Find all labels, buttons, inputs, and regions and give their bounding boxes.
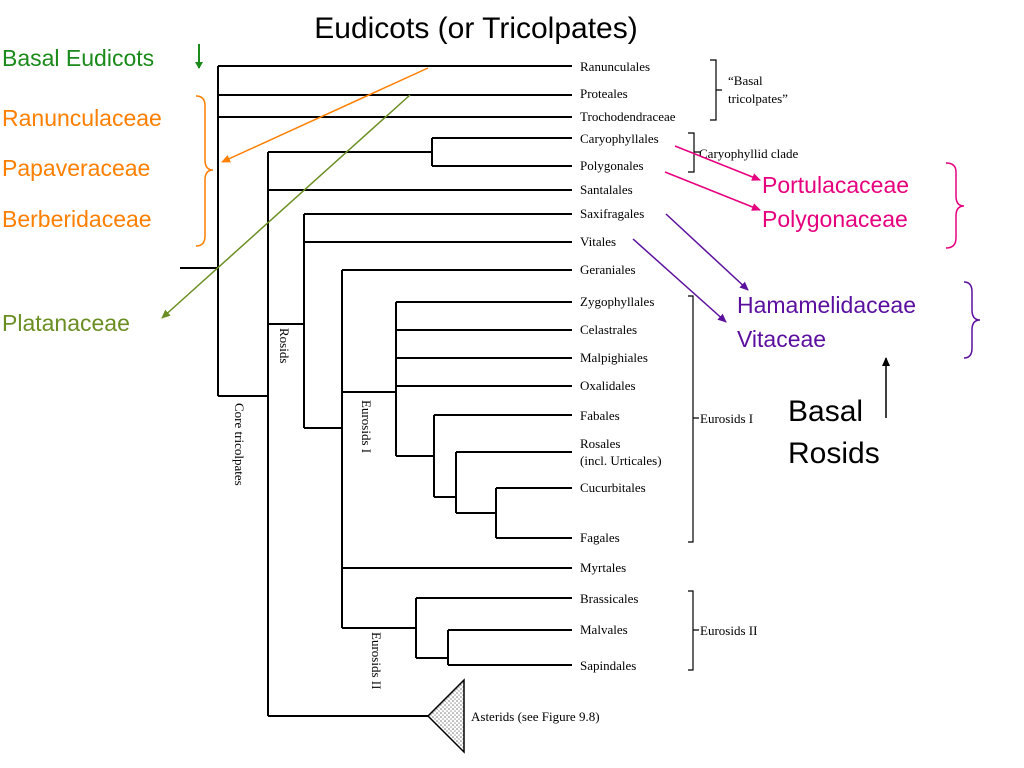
order-label-proteales: Proteales (580, 86, 628, 101)
family-label-vitaceae: Vitaceae (737, 326, 826, 352)
clade-label-eurosids-1: Eurosids I (700, 411, 753, 426)
order-label-polygonales: Polygonales (580, 158, 644, 173)
order-label-rosales-note: (incl. Urticales) (580, 453, 662, 468)
bracket-eurosids-2 (688, 590, 699, 671)
order-label-fagales: Fagales (580, 530, 620, 545)
rosid-family-labels: Hamamelidaceae Vitaceae (737, 292, 916, 352)
caryophyllid-family-bracket (945, 162, 965, 249)
order-label-caryophyllales: Caryophyllales (580, 131, 659, 146)
clade-labels: “Basal tricolpates” Caryophyllid clade E… (699, 73, 799, 638)
order-label-asterids: Asterids (see Figure 9.8) (471, 709, 600, 724)
order-label-brassicales: Brassicales (580, 591, 638, 606)
rosid-family-bracket (963, 281, 981, 359)
basal-family-bracket (195, 95, 214, 247)
family-label-papaveraceae: Papaveraceae (2, 155, 150, 181)
family-label-ranunculaceae: Ranunculaceae (2, 105, 162, 131)
polygonales-arrow (664, 171, 761, 211)
vertical-label-eurosids-1: Eurosids I (359, 400, 374, 453)
bracket-basal-tricolpates (710, 59, 722, 121)
asterids-triangle (426, 678, 465, 754)
proteales-arrow (161, 94, 411, 319)
order-label-zygophyllales: Zygophyllales (580, 294, 654, 309)
basal-rosids-label: Basal Rosids (788, 395, 880, 470)
order-label-geraniales: Geraniales (580, 262, 636, 277)
order-label-rosales: Rosales (580, 436, 620, 451)
page-title: Eudicots (or Tricolpates) (314, 12, 637, 45)
caryophyllales-arrow (674, 145, 761, 181)
vertical-label-rosids: Rosids (277, 328, 292, 363)
basal-rosids-line-1: Basal (788, 395, 863, 428)
clade-label-caryophyllid: Caryophyllid clade (699, 146, 799, 161)
family-label-portulacaceae: Portulacaceae (762, 172, 909, 198)
basal-eudicots-label: Basal Eudicots (2, 45, 154, 71)
order-label-trochodendraceae: Trochodendraceae (580, 109, 676, 124)
tree-branches (180, 65, 572, 717)
order-labels: Ranunculales Proteales Trochodendraceae … (471, 59, 676, 724)
family-label-hamamelidaceae: Hamamelidaceae (737, 292, 916, 318)
caryophyllid-family-labels: Portulacaceae Polygonaceae (762, 172, 909, 232)
bracket-caryophyllid (688, 132, 700, 173)
clade-label-basal-tricolpates-1: “Basal (728, 73, 763, 88)
order-label-santalales: Santalales (580, 182, 633, 197)
basal-family-labels: Ranunculaceae Papaveraceae Berberidaceae (2, 105, 162, 232)
bracket-eurosids-1 (688, 295, 699, 543)
order-label-vitales: Vitales (580, 234, 616, 249)
vitales-arrow (632, 238, 727, 323)
order-label-malpighiales: Malpighiales (580, 350, 648, 365)
clade-brackets (688, 59, 722, 671)
clade-label-eurosids-2: Eurosids II (700, 623, 757, 638)
clade-label-basal-tricolpates-2: tricolpates” (728, 91, 788, 106)
order-label-saxifragales: Saxifragales (580, 206, 644, 221)
family-label-berberidaceae: Berberidaceae (2, 206, 152, 232)
ranunculales-arrow (221, 67, 429, 163)
saxifragales-arrow (665, 213, 749, 291)
platanaceae-label: Platanaceae (2, 310, 130, 336)
order-label-cucurbitales: Cucurbitales (580, 480, 646, 495)
order-label-celastrales: Celastrales (580, 322, 637, 337)
order-label-myrtales: Myrtales (580, 560, 626, 575)
vertical-label-eurosids-2: Eurosids II (369, 632, 384, 689)
order-label-malvales: Malvales (580, 622, 628, 637)
order-label-sapindales: Sapindales (580, 658, 636, 673)
vertical-label-core-tricolpates: Core tricolpates (232, 403, 247, 486)
order-label-ranunculales: Ranunculales (580, 59, 650, 74)
vertical-labels: Rosids Core tricolpates Eurosids I Euros… (232, 328, 384, 689)
family-label-polygonaceae: Polygonaceae (762, 206, 908, 232)
basal-rosids-line-2: Rosids (788, 437, 880, 470)
order-label-oxalidales: Oxalidales (580, 378, 636, 393)
order-label-fabales: Fabales (580, 408, 620, 423)
